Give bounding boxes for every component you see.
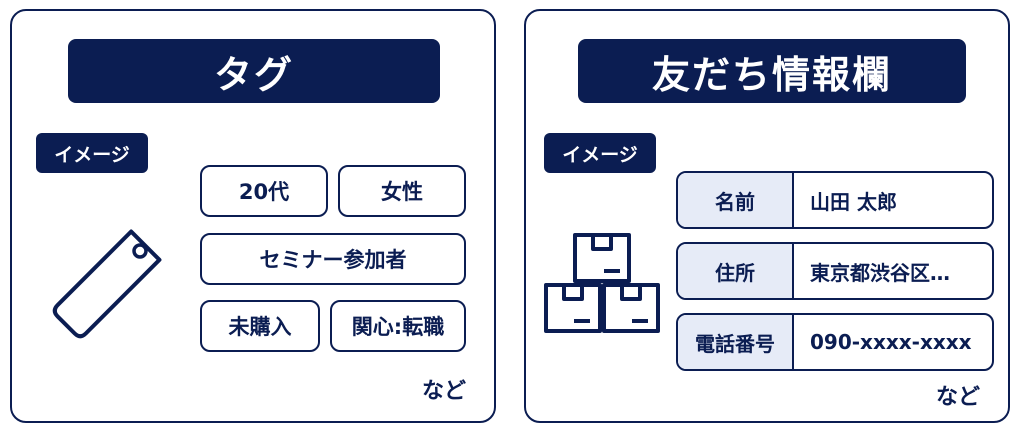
image-badge: イメージ [36,133,148,173]
info-value: 山田 太郎 [810,189,897,214]
tag-panel: タグ イメージ 20代 女性 セミナー参加者 未購入 関心:転職 など [10,9,496,423]
etc-note: など [422,379,467,404]
info-row-name: 名前 山田 太郎 [676,171,994,229]
friend-info-panel: 友だち情報欄 イメージ 名前 山田 太郎 住所 東京都渋谷区… 電話番号 090… [524,9,1010,423]
friend-info-title: 友だち情報欄 [578,39,966,103]
tag-item: 女性 [338,165,466,217]
info-value: 東京都渋谷区… [810,260,950,285]
info-label: 名前 [678,173,794,227]
info-label: 住所 [678,244,794,298]
tag-item: 未購入 [200,300,320,352]
stacked-boxes-icon [540,229,664,339]
etc-note: など [936,385,981,410]
price-tag-icon [40,221,170,355]
info-row-phone: 電話番号 090-xxxx-xxxx [676,313,994,371]
tag-panel-title: タグ [68,39,440,103]
tag-item: 20代 [200,165,328,217]
tag-item: セミナー参加者 [200,233,466,285]
info-value: 090-xxxx-xxxx [810,330,972,354]
info-row-address: 住所 東京都渋谷区… [676,242,994,300]
image-badge: イメージ [544,133,656,173]
tag-item: 関心:転職 [330,300,466,352]
info-label: 電話番号 [678,315,794,369]
